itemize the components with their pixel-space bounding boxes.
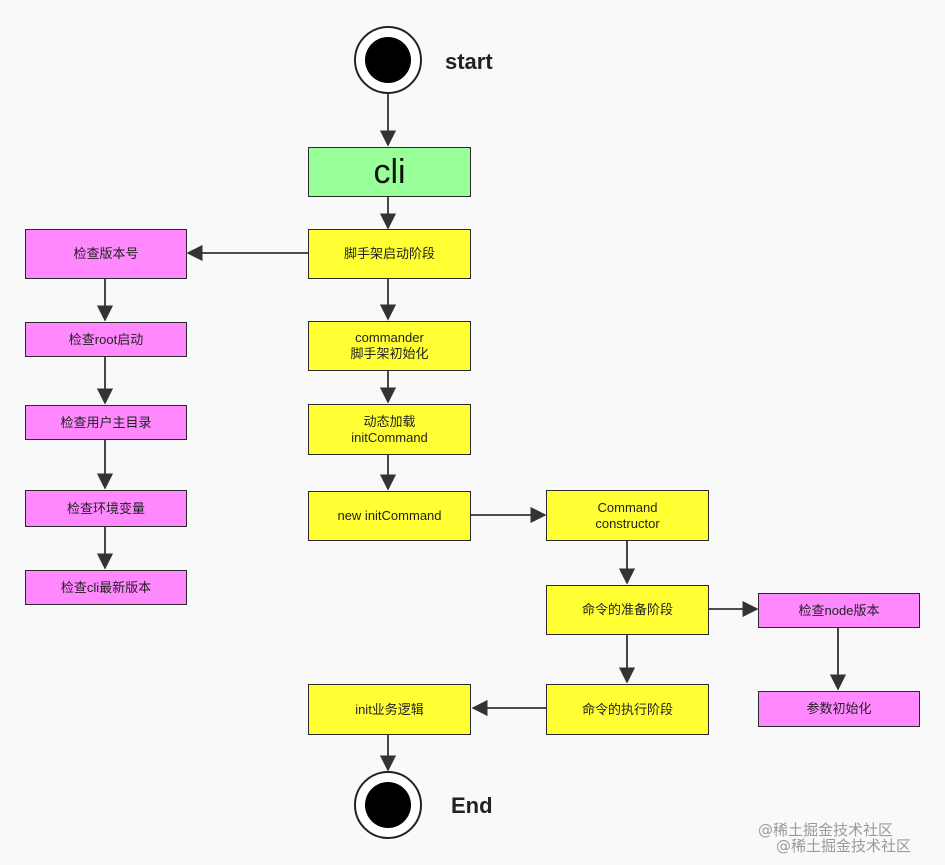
scaffold-start-node: 脚手架启动阶段 (308, 229, 471, 279)
cli-node-label: cli (373, 153, 406, 191)
check-env-label: 检查环境变量 (66, 500, 145, 516)
commander-init-label-1: commander (355, 330, 424, 345)
end-label: End (451, 793, 493, 818)
param-init-label: 参数初始化 (806, 701, 872, 716)
start-label: start (445, 49, 493, 74)
scaffold-start-label: 脚手架启动阶段 (343, 246, 435, 261)
check-cli-latest-label: 检查cli最新版本 (60, 579, 152, 595)
watermark-line-2: @稀土掘金技术社区 (776, 837, 912, 855)
dynamic-load-label-1: 动态加载 (363, 413, 416, 429)
command-exec-label: 命令的执行阶段 (581, 701, 673, 717)
check-version-label: 检查版本号 (73, 246, 139, 261)
end-node (354, 771, 422, 839)
check-home-label: 检查用户主目录 (60, 414, 152, 430)
check-root-label: 检查root启动 (68, 331, 144, 347)
check-home-node: 检查用户主目录 (25, 405, 187, 440)
command-constructor-label-2: constructor (595, 515, 660, 531)
command-constructor-node: Command constructor (546, 490, 709, 541)
cli-node: cli (308, 147, 471, 197)
init-logic-label: init业务逻辑 (355, 701, 424, 717)
check-node-version-node: 检查node版本 (758, 593, 920, 628)
dynamic-load-node: 动态加载 initCommand (308, 404, 471, 455)
check-cli-latest-node: 检查cli最新版本 (25, 570, 187, 605)
command-prepare-node: 命令的准备阶段 (546, 585, 709, 635)
watermark-line-1: @稀土掘金技术社区 (758, 821, 894, 839)
check-root-node: 检查root启动 (25, 322, 187, 357)
check-node-version-label: 检查node版本 (798, 602, 880, 618)
command-prepare-label: 命令的准备阶段 (581, 602, 673, 617)
param-init-node: 参数初始化 (758, 691, 920, 727)
command-constructor-label-1: Command (597, 499, 658, 515)
check-version-node: 检查版本号 (25, 229, 187, 279)
dynamic-load-label-2: initCommand (351, 429, 428, 445)
command-exec-node: 命令的执行阶段 (546, 684, 709, 735)
new-init-command-node: new initCommand (308, 491, 471, 541)
new-init-command-label: new initCommand (337, 508, 442, 523)
commander-init-label-2: 脚手架初始化 (350, 346, 429, 361)
init-logic-node: init业务逻辑 (308, 684, 471, 735)
start-node (354, 26, 422, 94)
check-env-node: 检查环境变量 (25, 490, 187, 527)
commander-init-node: commander 脚手架初始化 (308, 321, 471, 371)
